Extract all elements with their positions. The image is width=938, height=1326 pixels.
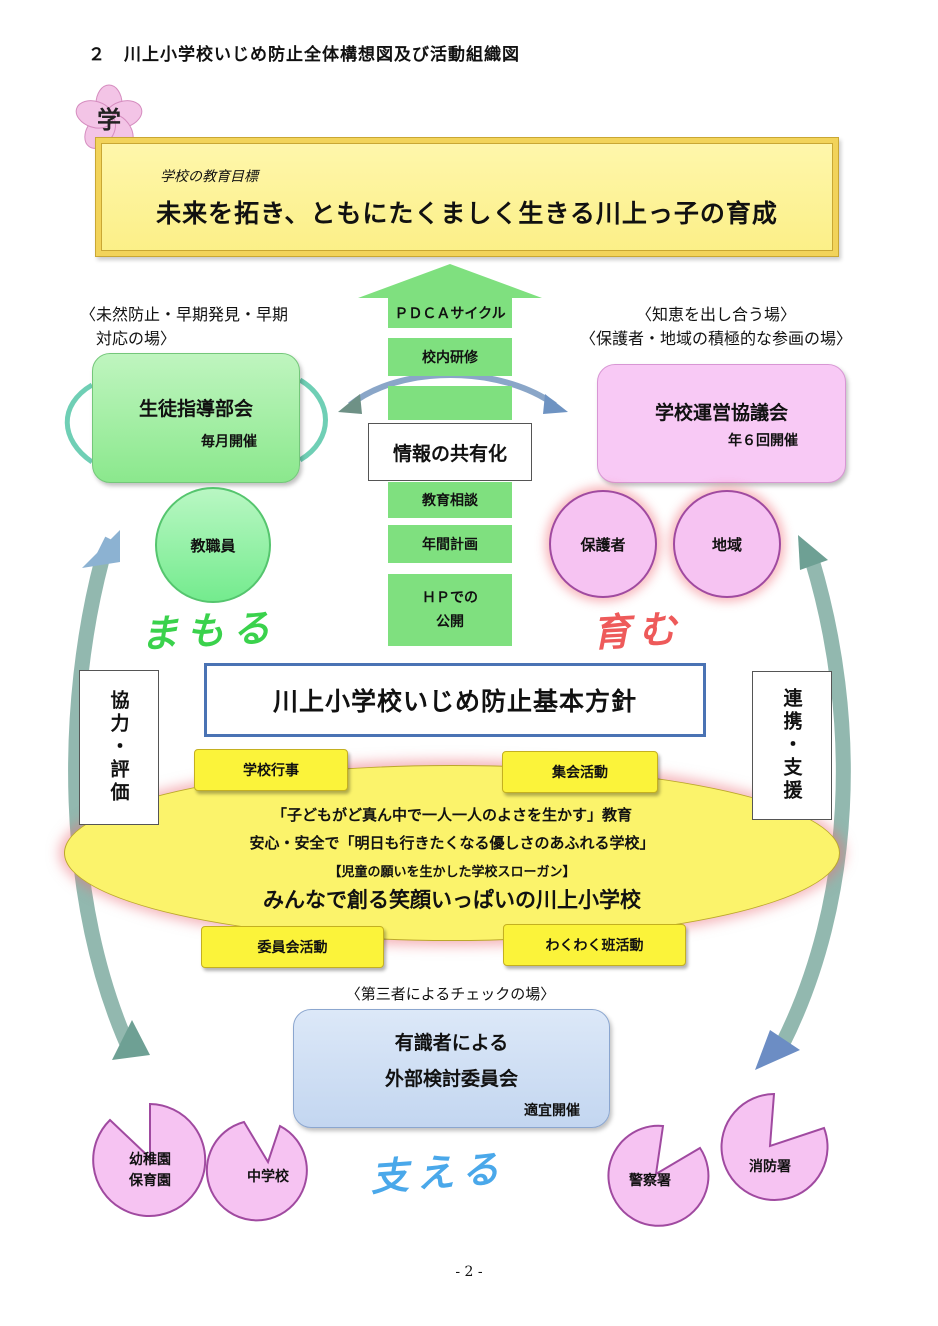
left-cycle-arrow-top xyxy=(95,536,119,564)
green-cycle-left-arrow xyxy=(64,382,94,465)
hp-publication-line2: 公開 xyxy=(436,614,464,630)
assembly-activities-tag: 集会活動 xyxy=(502,751,658,793)
slogan-line2: 安心・安全で「明日も行きたくなる優しさのあふれる学校」 xyxy=(249,834,655,852)
right-role-label-line2: 〈保護者・地域の積極的な参画の場〉 xyxy=(579,329,852,348)
slogan-line4: みんなで創る笑顔いっぱいの川上小学校 xyxy=(263,888,641,912)
left-role-label-line1: 〈未然防止・早期発見・早期 xyxy=(80,305,289,324)
hp-publication-line1: ＨＰでの xyxy=(422,590,478,606)
teachers-circle: 教職員 xyxy=(155,487,271,603)
goal-label: 学校の教育目標 xyxy=(160,169,258,185)
committee-frequency: 適宜開催 xyxy=(524,1103,580,1119)
student-guidance-title: 生徒指導部会 xyxy=(138,398,253,420)
community-circle: 地域 xyxy=(673,490,781,598)
pdca-cycle-label: ＰＤＣＡサイクル xyxy=(388,298,512,328)
fire-station-shape xyxy=(720,1092,829,1201)
school-slogan-ellipse: 「子どもがど真ん中で一人一人のよさを生かす」教育 安心・安全で「明日も行きたくな… xyxy=(64,765,840,941)
education-goal-box: 学校の教育目標 未来を拓き、ともにたくましく生きる川上っ子の育成 xyxy=(95,137,839,257)
left-role-label-line2: 対応の場〉 xyxy=(80,329,177,348)
goal-title: 未来を拓き、ともにたくましく生きる川上っ子の育成 xyxy=(156,199,778,228)
kindergarten-label: 幼稚園 保育園 xyxy=(105,1150,195,1192)
left-cycle-arrow-tail xyxy=(112,1020,150,1060)
student-guidance-frequency: 毎月開催 xyxy=(201,434,257,450)
hp-publication-block: ＨＰでの 公開 xyxy=(388,574,512,646)
page-heading: ２ 川上小学校いじめ防止全体構想図及び活動組織図 xyxy=(88,45,520,65)
police-shape xyxy=(607,1124,710,1227)
page-number: - 2 - xyxy=(455,1264,483,1280)
right-role-label: 〈知恵を出し合う場〉 〈保護者・地域の積極的な参画の場〉 xyxy=(566,303,866,351)
wakuwaku-group-tag: わくわく班活動 xyxy=(503,924,686,966)
fire-station-label: 消防署 xyxy=(749,1159,791,1175)
right-cycle-arrow-tail xyxy=(798,535,828,570)
cooperation-evaluation-box: 協力・評価 xyxy=(79,670,159,825)
kindergarten-shape xyxy=(92,1102,207,1217)
left-cycle-arrow xyxy=(68,558,139,1059)
annual-plan-block: 年間計画 xyxy=(388,525,512,563)
slogan-line3: 【児童の願いを生かした学校スローガン】 xyxy=(328,865,576,880)
collaboration-support-box: 連携・支援 xyxy=(752,671,832,820)
in-school-training-block: 校内研修 xyxy=(388,338,512,376)
exchange-arrow-right-head xyxy=(543,394,568,414)
emblem-glyph: 学 xyxy=(97,105,121,134)
guardians-circle: 保護者 xyxy=(549,490,657,598)
committee-line2: 外部検討委員会 xyxy=(384,1068,518,1090)
committee-line1: 有識者による xyxy=(394,1032,509,1054)
committee-activities-tag: 委員会活動 xyxy=(201,926,384,968)
right-cycle-arrow-head xyxy=(755,1030,800,1070)
pdca-arrow-head xyxy=(358,264,542,298)
bullying-prevention-policy-box: 川上小学校いじめ防止基本方針 xyxy=(204,663,706,737)
education-counseling-block: 教育相談 xyxy=(388,482,512,518)
school-council-frequency: 年６回開催 xyxy=(728,433,798,449)
school-council-title: 学校運営協議会 xyxy=(654,402,788,424)
kindergarten-label-line1: 幼稚園 xyxy=(129,1152,171,1168)
school-events-tag: 学校行事 xyxy=(194,749,348,791)
police-label: 警察署 xyxy=(629,1173,671,1189)
kindergarten-label-line2: 保育園 xyxy=(129,1173,171,1189)
school-council-box: 学校運営協議会 年６回開催 xyxy=(597,364,846,483)
external-review-committee-box: 有識者による 外部検討委員会 適宜開催 xyxy=(293,1009,610,1128)
student-guidance-committee-box: 生徒指導部会 毎月開催 xyxy=(92,353,300,483)
information-sharing-box: 情報の共有化 xyxy=(368,423,532,481)
green-cycle-right-arrow xyxy=(298,377,328,463)
sasaeru-word: 支える xyxy=(368,1145,509,1200)
left-role-label: 〈未然防止・早期発見・早期 対応の場〉 xyxy=(80,303,288,351)
third-party-check-label: 〈第三者によるチェックの場〉 xyxy=(345,985,556,1003)
junior-high-shape xyxy=(205,1120,308,1222)
junior-high-label: 中学校 xyxy=(247,1169,289,1185)
pdca-column-spacer xyxy=(388,386,512,420)
exchange-arrow-left-head xyxy=(338,394,362,414)
slogan-line1: 「子どもがど真ん中で一人一人のよさを生かす」教育 xyxy=(271,806,632,824)
right-cycle-arrow xyxy=(775,557,851,1049)
right-role-label-line1: 〈知恵を出し合う場〉 xyxy=(635,305,796,324)
